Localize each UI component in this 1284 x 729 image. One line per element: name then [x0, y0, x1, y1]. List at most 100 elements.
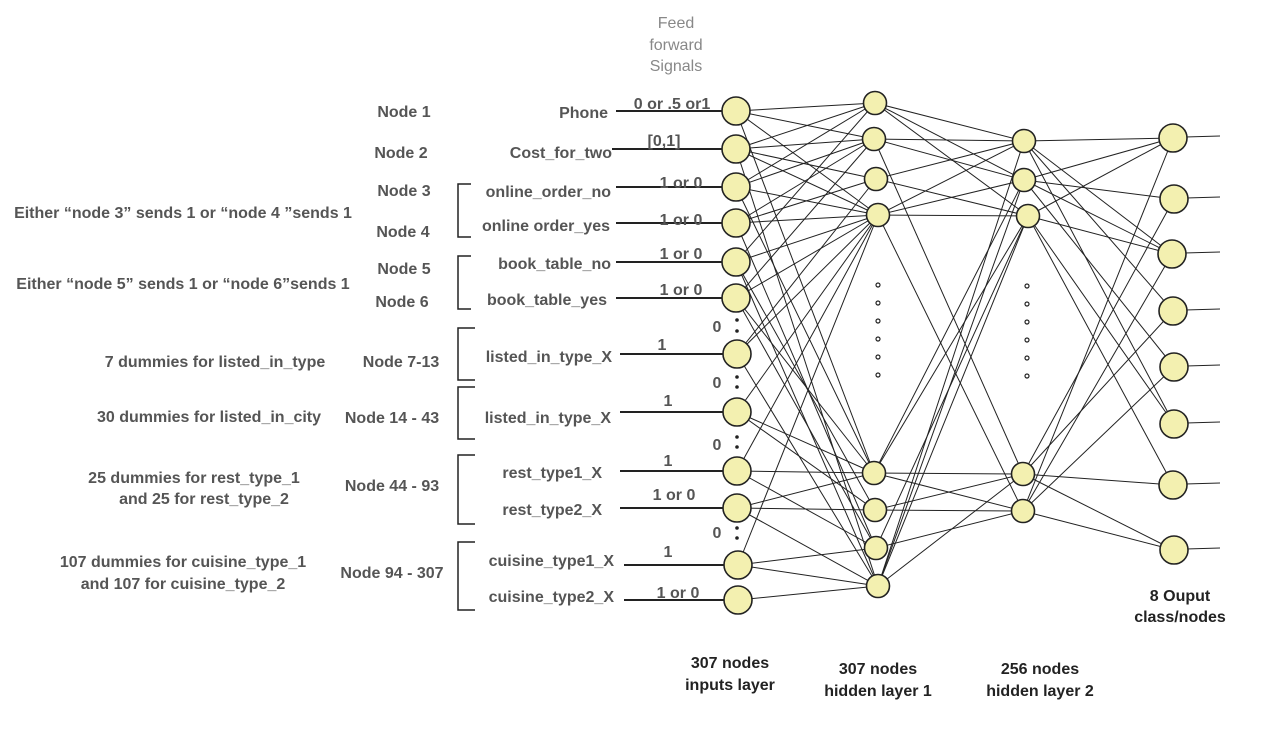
note-cuisine-line-1: 107 dummies for cuisine_type_1 — [60, 554, 306, 571]
input-ellipsis-4 — [735, 526, 739, 540]
feature-book-table-yes: book_table_yes — [487, 292, 607, 309]
edge-18 — [735, 214, 879, 263]
input-node-10 — [722, 493, 752, 523]
output-node-6 — [1159, 409, 1189, 439]
feature-cuisine-type-1: cuisine_type1_X — [489, 553, 615, 570]
edge-62 — [877, 179, 1025, 587]
edge-75 — [1027, 215, 1175, 425]
hidden2-node-4 — [1010, 461, 1036, 487]
edge-38 — [737, 547, 877, 566]
note-either-5-6: Either “node 5” sends 1 or “node 6”sends… — [16, 276, 350, 293]
signal-online-order-yes: 1 or 0 — [660, 212, 703, 229]
output-node-7 — [1158, 470, 1188, 500]
node-label-7-13: Node 7-13 — [363, 354, 440, 371]
edge-1 — [735, 110, 875, 140]
edge-69 — [1023, 137, 1174, 181]
edge-29 — [736, 411, 875, 474]
edge-15 — [735, 214, 879, 224]
edge-68 — [1023, 140, 1175, 425]
bracket-listed-type — [457, 327, 475, 381]
signal-cuisine-type-1: 1 — [664, 544, 673, 561]
edge-73 — [1027, 137, 1174, 217]
input-wires — [612, 110, 726, 601]
note-cuisine-line-2: and 107 for cuisine_type_2 — [81, 576, 286, 593]
output-stub-8 — [1185, 547, 1221, 550]
edge-82 — [1022, 253, 1173, 512]
edge-83 — [1022, 366, 1175, 512]
output-node-3 — [1157, 239, 1187, 269]
edge-66 — [1023, 140, 1173, 255]
edge-46 — [873, 138, 1024, 475]
edge-60 — [875, 510, 1024, 549]
feature-online-order-yes: online order_yes — [482, 218, 610, 235]
input-ellipsis-2 — [735, 375, 739, 389]
header-line-2: forward — [649, 37, 702, 54]
edge-9 — [735, 102, 876, 188]
network-edges — [735, 102, 1221, 601]
edge-39 — [737, 564, 879, 587]
hidden1-node-6 — [862, 497, 888, 523]
edge-57 — [874, 473, 1024, 511]
input-node-7 — [722, 339, 752, 369]
hidden2-node-2 — [1011, 167, 1037, 193]
edge-14 — [735, 178, 877, 224]
input-layer-name: inputs layer — [685, 677, 775, 694]
bracket-rest-type — [457, 454, 475, 525]
signal-rest-type-1: 1 — [664, 453, 673, 470]
edge-49 — [877, 140, 1025, 216]
edge-58 — [874, 509, 1024, 512]
edge-53 — [873, 179, 1025, 474]
zero-label-3: 0 — [713, 437, 722, 454]
edge-47 — [875, 140, 1025, 180]
edge-36 — [736, 507, 879, 587]
input-node-1 — [721, 96, 751, 126]
hidden1-node-4 — [865, 202, 891, 228]
edge-2 — [735, 110, 879, 216]
edge-51 — [877, 214, 1029, 217]
edge-5 — [735, 138, 875, 150]
edge-27 — [736, 353, 879, 587]
feature-cuisine-type-2: cuisine_type2_X — [489, 589, 615, 606]
feature-phone: Phone — [559, 105, 608, 122]
node-labels: Node 1 Node 2 Node 3 Node 4 Node 5 Node … — [340, 104, 443, 582]
edge-71 — [1023, 179, 1173, 255]
edge-17 — [735, 102, 876, 263]
edge-6 — [735, 148, 877, 180]
input-node-4 — [721, 208, 751, 238]
output-layer-count: 8 Ouput — [1150, 588, 1211, 605]
feature-online-order-no: online_order_no — [486, 184, 612, 201]
edge-59 — [875, 215, 1029, 549]
group-notes: Either “node 3” sends 1 or “node 4 ”send… — [14, 205, 352, 593]
hidden1-layer-count: 307 nodes — [839, 661, 917, 678]
hidden1-node-2 — [861, 126, 887, 152]
feature-listed-in-city: listed_in_type_X — [485, 410, 612, 427]
feature-rest-type-2: rest_type2_X — [502, 502, 602, 519]
note-either-3-4: Either “node 3” sends 1 or “node 4 ”send… — [14, 205, 352, 222]
hidden2-node-1 — [1011, 128, 1037, 154]
edge-35 — [736, 507, 876, 511]
edge-41 — [874, 102, 1025, 142]
header-line-3: Signals — [650, 58, 702, 75]
feature-book-table-no: book_table_no — [498, 256, 611, 273]
output-node-5 — [1159, 352, 1189, 382]
hidden2-ellipsis — [1024, 283, 1030, 379]
signal-rest-type-2: 1 or 0 — [653, 487, 696, 504]
signal-online-order-no: 1 or 0 — [660, 175, 703, 192]
input-ellipsis-3 — [735, 435, 739, 449]
input-node-2 — [721, 134, 751, 164]
edge-74 — [1027, 215, 1173, 255]
output-node-4 — [1158, 296, 1188, 326]
edge-26 — [736, 214, 879, 355]
edge-77 — [1022, 198, 1175, 475]
node-label-2: Node 2 — [374, 145, 427, 162]
note-listed-type: 7 dummies for listed_in_type — [105, 354, 326, 371]
edge-12 — [735, 186, 875, 474]
output-stub-2 — [1185, 196, 1221, 199]
output-node-1 — [1158, 123, 1188, 153]
node-label-44-93: Node 44 - 93 — [345, 478, 439, 495]
edge-81 — [1022, 137, 1174, 512]
output-layer-name: class/nodes — [1134, 609, 1226, 626]
edge-3 — [735, 110, 875, 474]
feed-forward-header: Feed forward Signals — [649, 15, 702, 75]
